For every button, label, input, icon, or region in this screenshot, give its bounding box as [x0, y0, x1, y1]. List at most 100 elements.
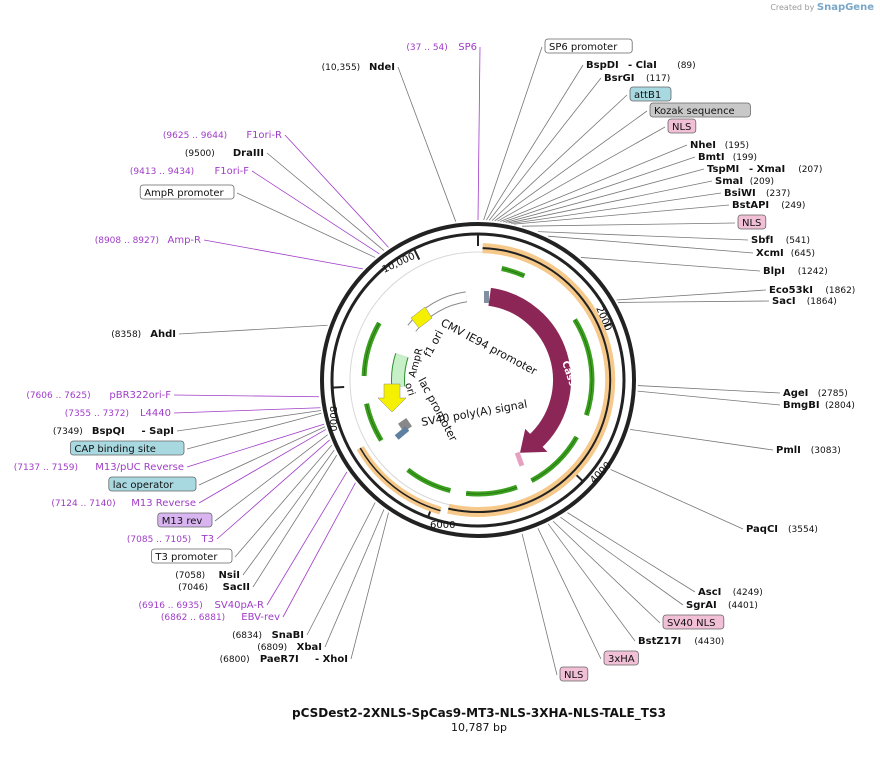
cap-site	[394, 426, 410, 440]
feature-label-ampr: AmpR	[407, 347, 425, 379]
primer-label: M13/pUC Reverse(7137 .. 7159)	[14, 462, 184, 473]
cas9-arrowhead	[520, 428, 548, 453]
ring-tick	[413, 248, 421, 260]
feature-label-ori: ori	[402, 382, 416, 398]
site-position: (7046)	[178, 583, 208, 593]
enzyme-site-label: BstZ17I(4430)	[638, 636, 724, 647]
enzyme-name-alt: - XmaI	[749, 164, 785, 175]
site-position: (1242)	[798, 267, 828, 277]
enzyme-site-label: XbaI(6809)	[257, 642, 322, 653]
primer-name: SP6	[458, 42, 477, 53]
enzyme-name: PaeR7I	[260, 654, 299, 665]
orf-outline-lower	[359, 447, 441, 512]
primer-label: SP6 (37 .. 54)	[406, 42, 477, 53]
site-position: (2804)	[825, 401, 855, 411]
enzyme-name: SnaBI	[272, 630, 304, 641]
orf-arrow-edge	[574, 319, 593, 416]
site-position: (1862)	[825, 286, 855, 296]
feature-arcs	[356, 243, 616, 518]
enzyme-site-label: AgeI (2785)	[783, 388, 848, 399]
primer-label: pBR322ori-F(7606 .. 7625)	[26, 390, 171, 401]
primer-label: Amp-R(8908 .. 8927)	[95, 235, 201, 246]
feature-label-f1ori: f1 ori	[421, 328, 446, 359]
site-position: (237)	[766, 189, 790, 199]
enzyme-name: BstZ17I	[638, 636, 681, 647]
site-position: (209)	[750, 177, 774, 187]
primer-range: (7124 .. 7140)	[51, 499, 115, 509]
primer-range: (8908 .. 8927)	[95, 236, 159, 246]
enzyme-site-label: NdeI(10,355)	[322, 62, 395, 73]
feature-box-label: NLS	[667, 118, 697, 134]
orf-band-edge	[448, 247, 611, 513]
enzyme-site-label: BspDI- ClaI(89)	[586, 60, 696, 71]
enzyme-name: TspMI	[707, 164, 739, 175]
feature-box-text: T3 promoter	[154, 552, 218, 563]
enzyme-name: BmtI	[698, 152, 725, 163]
enzyme-site-label: NheI(195)	[690, 140, 749, 151]
site-position: (3083)	[811, 446, 841, 456]
site-position: (3554)	[788, 525, 818, 535]
site-position: (2785)	[818, 389, 848, 399]
kozak-site	[484, 291, 489, 303]
orf-arrow-edge	[501, 268, 525, 277]
feature-box-text: lac operator	[113, 480, 174, 491]
ring-tick	[332, 386, 345, 389]
feature-box-label: T3 promoter	[150, 548, 233, 564]
enzyme-site-label: SacI (1864)	[772, 296, 837, 307]
lac-site	[398, 418, 412, 432]
primer-range: (6916 .. 6935)	[139, 601, 203, 611]
enzyme-site-label: NsiI (7058)	[175, 570, 240, 581]
feature-box-label: AmpR promoter	[139, 184, 235, 200]
orf-arrow-edge	[363, 322, 380, 377]
site-position: (1864)	[807, 297, 837, 307]
snapgene-logo: SnapGene	[816, 2, 874, 13]
enzyme-name: SacI	[772, 296, 796, 307]
enzyme-site-label: BmgBI(2804)	[783, 400, 855, 411]
primer-range: (37 .. 54)	[406, 43, 447, 53]
site-position: (7058)	[175, 571, 205, 581]
feature-box-label: attB1	[629, 86, 672, 102]
orf-outline	[448, 247, 612, 514]
primer-name: M13 Reverse	[131, 498, 196, 509]
primer-range: (6862 .. 6881)	[161, 613, 225, 623]
feature-box-label: NLS	[559, 666, 589, 682]
site-position: (7349)	[53, 427, 83, 437]
feature-box-text: NLS	[742, 218, 761, 229]
feature-box-label: lac operator	[108, 476, 197, 492]
enzyme-name: AgeI	[783, 388, 808, 399]
enzyme-site-label: AscI(4249)	[698, 587, 763, 598]
primer-name: M13/pUC Reverse	[95, 462, 184, 473]
f1ori-arrow	[410, 306, 433, 329]
enzyme-site-label: SbfI(541)	[751, 235, 810, 246]
enzyme-name: BsiWI	[724, 188, 756, 199]
feature-box-label: NLS	[737, 214, 767, 230]
feature-box-text: M13 rev	[162, 516, 203, 527]
backbone-outer-ring	[320, 222, 636, 538]
enzyme-site-label: BsiWI (237)	[724, 188, 790, 199]
primer-range: (9413 .. 9434)	[130, 167, 194, 177]
site-position: (4401)	[728, 601, 758, 611]
orf-arrow-edge	[407, 469, 451, 491]
enzyme-name-alt: - SapI	[142, 426, 174, 437]
enzyme-name: NsiI	[219, 570, 240, 581]
primer-name: EBV-rev	[241, 612, 280, 623]
enzyme-name: AhdI	[150, 329, 176, 340]
ring-tick-label: 8000	[327, 406, 338, 431]
feature-box-text: CAP binding site	[74, 444, 156, 455]
enzyme-name: BspDI	[586, 60, 619, 71]
site-position: (199)	[733, 153, 757, 163]
orf-arrow-edge	[366, 403, 382, 441]
feature-box-label: SV40 NLS	[662, 614, 725, 630]
primer-range: (7355 .. 7372)	[65, 409, 129, 419]
orf-arrow-edge	[466, 486, 518, 495]
enzyme-name: SacII	[223, 582, 250, 593]
primer-range: (7085 .. 7105)	[127, 535, 191, 545]
primer-label: SV40pA-R(6916 .. 6935)	[139, 600, 265, 611]
site-position: (10,355)	[322, 63, 361, 73]
feature-box-text: attB1	[634, 90, 661, 101]
ori-arrow	[377, 383, 407, 413]
enzyme-name: SmaI	[715, 176, 743, 187]
site-position: (207)	[798, 165, 822, 175]
site-position: (89)	[677, 61, 695, 71]
enzyme-name-alt: - XhoI	[315, 654, 348, 665]
